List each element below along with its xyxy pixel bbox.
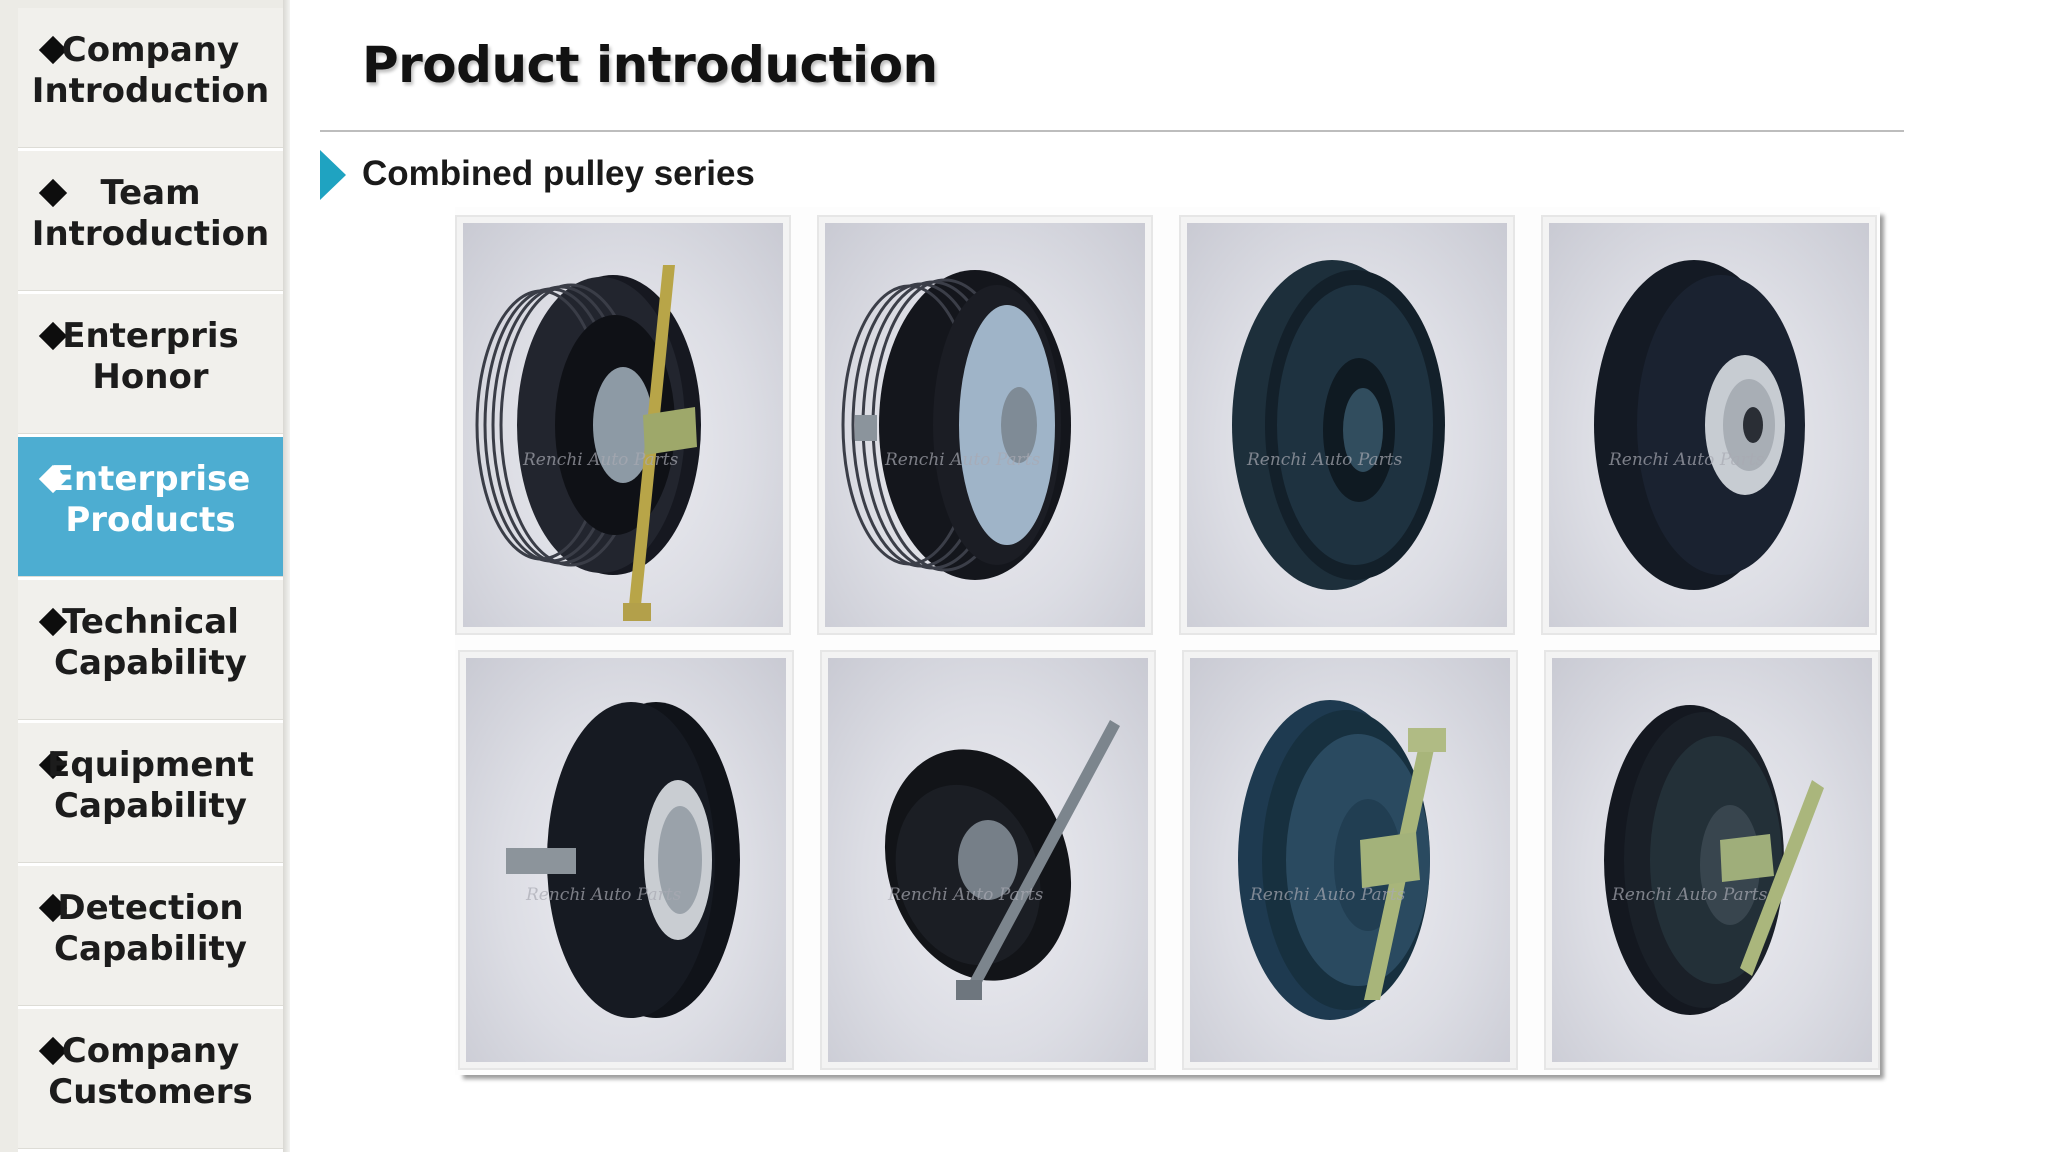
grooved-pulley-with-long-bolt-icon: Renchi Auto Parts — [475, 265, 701, 621]
product-image-5[interactable]: Renchi Auto Parts — [458, 650, 794, 1070]
nav-item-label: Company Introduction — [31, 30, 270, 111]
blue-v-pulley-with-bolt-icon: Renchi Auto Parts — [1238, 700, 1446, 1020]
smooth-pulley-with-bearing-icon: Renchi Auto Parts — [1594, 260, 1805, 590]
nav-item-label: Company Customers — [48, 1031, 253, 1112]
title-divider — [320, 130, 1904, 132]
nav-item-company-customers[interactable]: Company Customers — [18, 1009, 283, 1152]
product-image-8[interactable]: Renchi Auto Parts — [1544, 650, 1880, 1070]
smooth-flanged-pulley-icon: Renchi Auto Parts — [1232, 260, 1445, 590]
nav-item-team-introduction[interactable]: Team Introduction — [18, 151, 283, 294]
svg-text:Renchi Auto Parts: Renchi Auto Parts — [884, 450, 1041, 470]
section-title: Combined pulley series — [362, 154, 755, 193]
svg-text:Renchi Auto Parts: Renchi Auto Parts — [525, 885, 682, 905]
product-image-7[interactable]: Renchi Auto Parts — [1182, 650, 1518, 1070]
nav-item-label: Enterpris Honor — [62, 316, 239, 397]
nav-item-technical-capability[interactable]: Technical Capability — [18, 580, 283, 723]
nav-item-label: Equipment Capability — [47, 745, 254, 826]
sidebar-nav: Company Introduction Team Introduction E… — [0, 0, 290, 1152]
nav-item-label: Team Introduction — [31, 173, 270, 254]
section-arrow-icon — [320, 150, 346, 200]
product-image-4[interactable]: Renchi Auto Parts — [1541, 215, 1877, 635]
nav-item-label: Detection Capability — [54, 888, 247, 969]
nav-item-enterprise-products[interactable]: Enterprise Products — [18, 437, 283, 580]
smooth-pulley-with-stud-icon: Renchi Auto Parts — [506, 702, 740, 1018]
nav-item-company-introduction[interactable]: Company Introduction — [18, 8, 283, 151]
grooved-pulley-with-short-stud-icon: Renchi Auto Parts — [841, 270, 1071, 580]
product-image-1[interactable]: Renchi Auto Parts — [455, 215, 791, 635]
product-image-2[interactable]: Renchi Auto Parts — [817, 215, 1153, 635]
product-image-6[interactable]: Renchi Auto Parts — [820, 650, 1156, 1070]
page-title: Product introduction — [362, 36, 938, 94]
nav-item-label: Enterprise Products — [50, 459, 251, 540]
nav-item-detection-capability[interactable]: Detection Capability — [18, 866, 283, 1009]
product-gallery: Renchi Auto Parts Renchi Auto Parts — [455, 207, 1880, 1075]
svg-text:Renchi Auto Parts: Renchi Auto Parts — [522, 450, 679, 470]
nav-item-equipment-capability[interactable]: Equipment Capability — [18, 723, 283, 866]
sidebar-divider — [283, 0, 290, 1152]
svg-text:Renchi Auto Parts: Renchi Auto Parts — [1611, 885, 1768, 905]
product-image-3[interactable]: Renchi Auto Parts — [1179, 215, 1515, 635]
svg-text:Renchi Auto Parts: Renchi Auto Parts — [1249, 885, 1406, 905]
nav-item-enterprise-honor[interactable]: Enterpris Honor — [18, 294, 283, 437]
svg-text:Renchi Auto Parts: Renchi Auto Parts — [1246, 450, 1403, 470]
nav-item-label: Technical Capability — [54, 602, 247, 683]
flanged-pulley-with-long-bolt-icon: Renchi Auto Parts — [884, 720, 1120, 1000]
svg-text:Renchi Auto Parts: Renchi Auto Parts — [1608, 450, 1765, 470]
svg-text:Renchi Auto Parts: Renchi Auto Parts — [887, 885, 1044, 905]
v-pulley-with-bolt-icon: Renchi Auto Parts — [1604, 705, 1824, 1015]
